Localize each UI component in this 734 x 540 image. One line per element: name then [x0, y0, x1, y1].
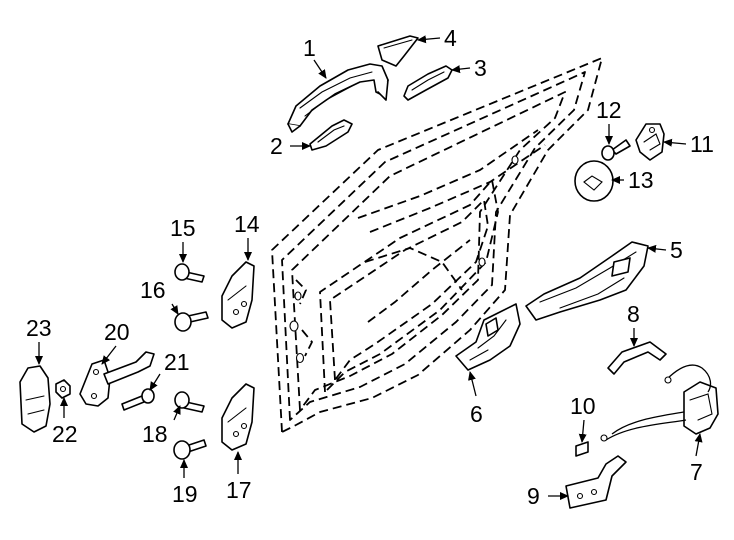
- check-nut: [55, 379, 71, 399]
- callout-8: 8: [627, 301, 640, 327]
- handle-cap: [377, 35, 419, 67]
- handle-bezel-small: [309, 119, 353, 151]
- callout-21: 21: [164, 349, 190, 375]
- door-check-link: [79, 351, 155, 407]
- lock-plate: [565, 455, 627, 509]
- striker-cover: [574, 160, 614, 202]
- callout-14: 14: [234, 211, 260, 237]
- leader-arrows: [35, 35, 703, 500]
- callout-7: 7: [690, 459, 703, 485]
- callout-12: 12: [596, 97, 622, 123]
- inside-door-handle: [455, 303, 521, 371]
- callout-18: 18: [142, 421, 168, 447]
- hinge-bolt-18: [174, 391, 205, 413]
- callout-3: 3: [474, 55, 487, 81]
- lock-bracket: [607, 341, 667, 375]
- callout-17: 17: [226, 477, 252, 503]
- callout-20: 20: [104, 319, 130, 345]
- callout-1: 1: [303, 35, 316, 61]
- callout-23: 23: [26, 315, 52, 341]
- door-striker: [635, 123, 665, 161]
- rod-clip: [575, 441, 589, 457]
- check-bolt: [121, 388, 155, 411]
- callout-6: 6: [470, 401, 483, 427]
- hinge-bolt-19: [173, 439, 207, 460]
- handle-bezel-large: [403, 65, 453, 101]
- callout-22: 22: [52, 421, 78, 447]
- callout-15: 15: [170, 215, 196, 241]
- callout-4: 4: [444, 25, 457, 51]
- callout-19: 19: [172, 481, 198, 507]
- lower-hinge: [221, 383, 255, 451]
- outside-door-handle: [287, 63, 389, 133]
- callout-16: 16: [140, 277, 166, 303]
- upper-hinge: [221, 261, 255, 329]
- inside-handle-housing: [525, 241, 649, 321]
- door-seal-stopper: [19, 365, 51, 433]
- callout-9: 9: [527, 483, 540, 509]
- door-frame-outline: [271, 57, 603, 433]
- callout-5: 5: [670, 237, 683, 263]
- callout-2: 2: [270, 133, 283, 159]
- callout-13: 13: [628, 167, 654, 193]
- callout-labels: 1 2 3 4 5 6 7 8 9 10 11 12 13 14 15 16 1…: [26, 25, 714, 509]
- hinge-bolt-15: [174, 263, 205, 283]
- callout-11: 11: [690, 131, 714, 157]
- hinge-bolt-16: [174, 311, 209, 332]
- callout-10: 10: [570, 393, 596, 419]
- striker-bolt: [601, 139, 631, 161]
- door-lock-actuator: [600, 364, 719, 442]
